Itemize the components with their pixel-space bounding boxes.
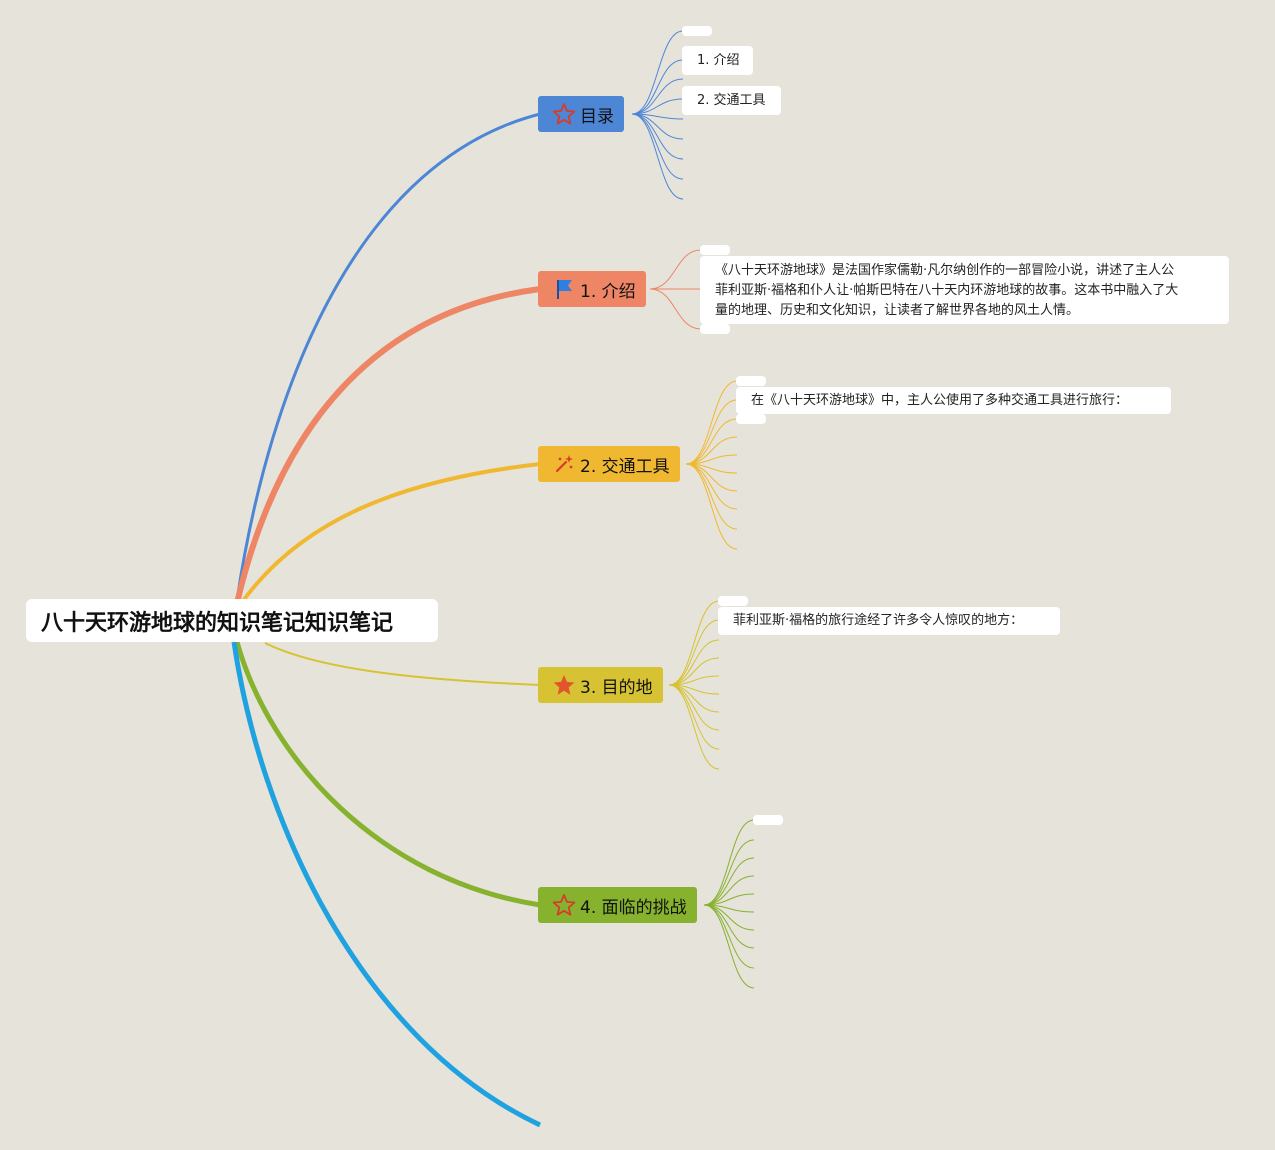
intro-text-line: 《八十天环游地球》是法国作家儒勒·凡尔纳创作的一部冒险小说，讲述了主人公	[715, 263, 1175, 278]
branch-connector-transport	[238, 462, 541, 607]
fan-connector-intro	[649, 249, 702, 290]
branch-label-destination: 3. 目的地	[580, 677, 653, 698]
root-topic[interactable]: 八十天环游地球的知识笔记知识笔记	[26, 599, 438, 642]
sparkle-icon	[552, 452, 576, 476]
fan-connector-intro	[649, 288, 702, 330]
flag-icon	[552, 277, 576, 301]
fan-connector-challenges	[703, 904, 755, 949]
branch-connector-extra	[231, 641, 542, 1128]
fan-connector-destination	[668, 684, 720, 750]
star-filled-icon	[552, 673, 576, 697]
intro-text-line: 量的地理、历史和文化知识，让读者了解世界各地的风土人情。	[715, 303, 1080, 318]
toc-item-label: 2. 交通工具	[697, 93, 766, 108]
fan-connector-challenges	[703, 904, 755, 969]
root-title: 八十天环游地球的知识笔记知识笔记	[41, 610, 394, 636]
star-outline-icon	[552, 893, 576, 917]
fan-connector-toc	[631, 113, 684, 180]
branch-label-transport: 2. 交通工具	[580, 456, 670, 477]
branch-node-transport[interactable]: 2. 交通工具	[538, 446, 680, 482]
fan-connector-transport	[685, 463, 738, 510]
star-outline-icon	[552, 102, 576, 126]
branch-connector-toc	[235, 112, 541, 601]
fan-connector-challenges	[703, 819, 755, 906]
branch-node-destination[interactable]: 3. 目的地	[538, 667, 663, 703]
fan-connector-transport	[685, 463, 738, 550]
transport-description[interactable]: 在《八十天环游地球》中，主人公使用了多种交通工具进行旅行：	[736, 387, 1171, 414]
fan-connector-challenges	[703, 904, 755, 989]
branch-label-toc: 目录	[580, 106, 614, 127]
blank-leaf[interactable]	[700, 245, 730, 255]
fan-connector-transport	[685, 463, 738, 530]
fan-connector-challenges	[703, 857, 755, 906]
branch-node-toc[interactable]: 目录	[538, 96, 624, 132]
fan-connector-destination	[668, 600, 720, 686]
destination-description[interactable]: 菲利亚斯·福格的旅行途经了许多令人惊叹的地方：	[718, 607, 1060, 635]
fan-connector-destination	[668, 684, 720, 731]
fan-connector-transport	[685, 418, 738, 465]
fan-connector-challenges	[703, 839, 755, 906]
intro-description[interactable]: 《八十天环游地球》是法国作家儒勒·凡尔纳创作的一部冒险小说，讲述了主人公 菲利亚…	[700, 256, 1229, 324]
fan-connector-destination	[668, 639, 720, 686]
intro-text-line: 菲利亚斯·福格和仆人让·帕斯巴特在八十天内环游地球的故事。这本书中融入了大	[715, 283, 1179, 298]
fan-connector-toc	[631, 113, 684, 160]
fan-connector-toc	[631, 59, 684, 115]
branch-node-challenges[interactable]: 4. 面临的挑战	[538, 887, 697, 923]
fan-connector-toc	[631, 113, 684, 200]
fan-connector-challenges	[703, 875, 755, 906]
branch-label-challenges: 4. 面临的挑战	[580, 897, 687, 918]
blank-leaf[interactable]	[718, 596, 748, 606]
fan-connector-toc	[631, 113, 684, 140]
toc-item-label: 1. 介绍	[697, 53, 740, 68]
branch-connector-intro	[234, 286, 541, 604]
fan-connector-destination	[668, 619, 720, 686]
toc-item-intro[interactable]: 1. 介绍	[682, 46, 753, 75]
blank-leaf[interactable]	[736, 414, 766, 424]
branch-connector-challenges	[234, 641, 541, 908]
blank-leaf[interactable]	[682, 26, 712, 36]
branch-label-intro: 1. 介绍	[580, 281, 636, 302]
fan-connector-destination	[668, 684, 720, 770]
destination-text: 菲利亚斯·福格的旅行途经了许多令人惊叹的地方：	[733, 613, 1024, 628]
fan-connector-toc	[631, 78, 684, 115]
branch-node-intro[interactable]: 1. 介绍	[538, 271, 646, 307]
blank-leaf[interactable]	[753, 815, 783, 825]
fan-connector-transport	[685, 380, 738, 465]
transport-text: 在《八十天环游地球》中，主人公使用了多种交通工具进行旅行：	[751, 393, 1129, 408]
fan-connector-toc	[631, 30, 684, 115]
toc-item-transport[interactable]: 2. 交通工具	[682, 86, 781, 115]
fan-connector-toc	[631, 98, 684, 115]
blank-leaf[interactable]	[736, 376, 766, 386]
fan-connector-transport	[685, 399, 738, 465]
branch-connector-destination	[264, 642, 541, 686]
blank-leaf[interactable]	[700, 324, 730, 334]
